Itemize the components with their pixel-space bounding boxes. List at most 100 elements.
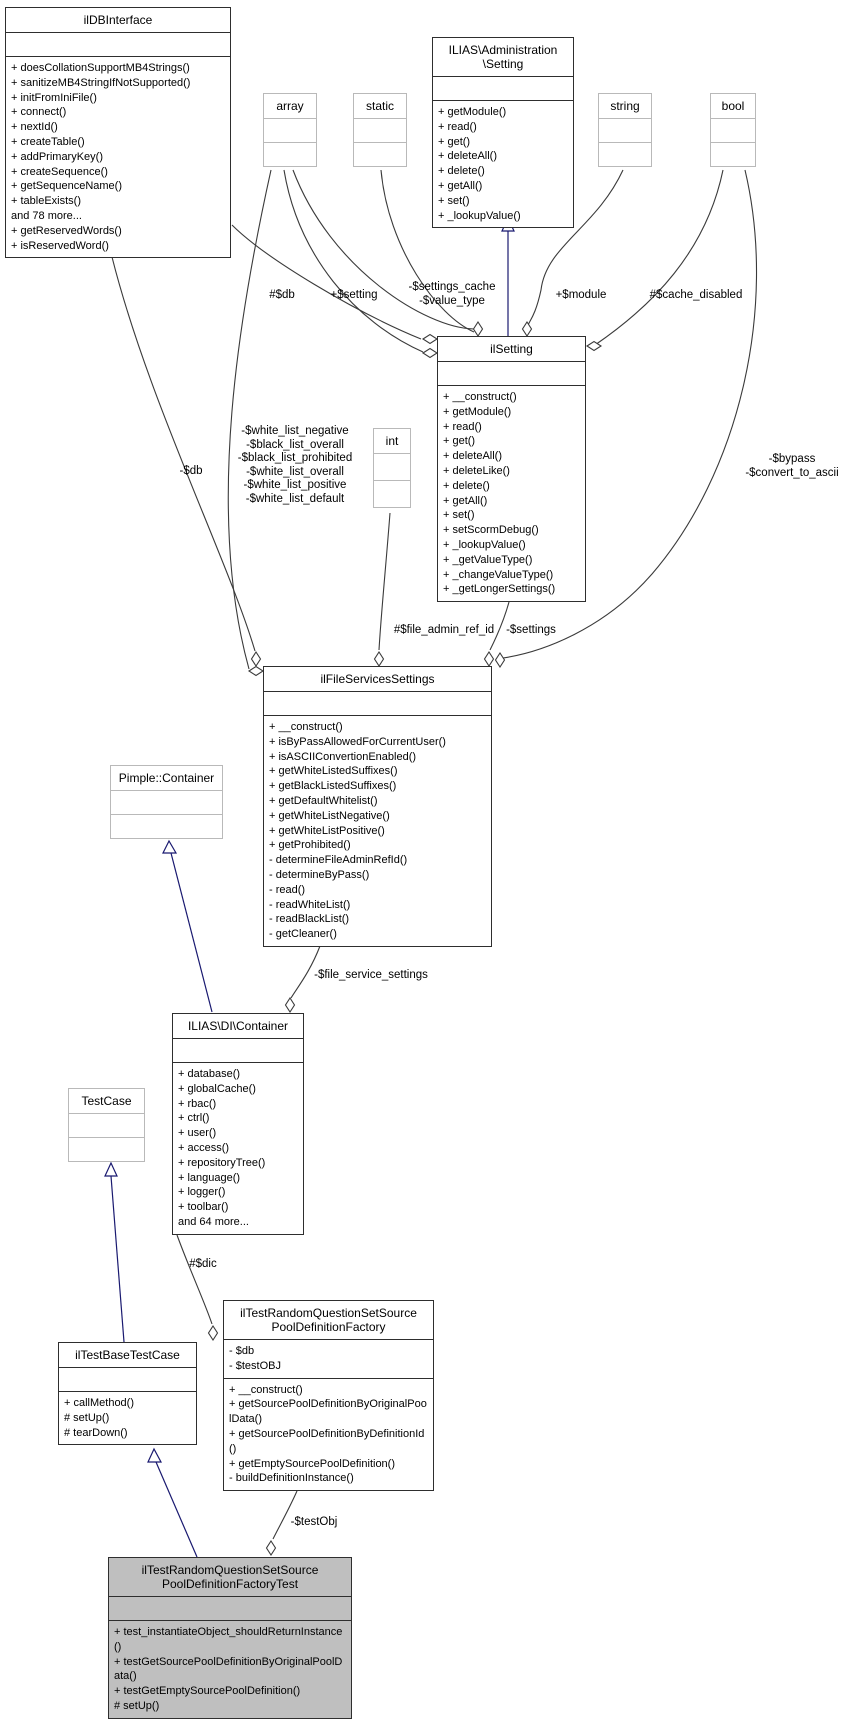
member-line: + database() [178, 1068, 241, 1080]
member-line: + access() [178, 1141, 230, 1154]
member-line: + getSourcePoolDefinitionByDefinitionId(… [229, 1427, 425, 1455]
member-line: + get() [438, 135, 471, 148]
class-title: ILIAS\Administration \Setting [433, 38, 573, 77]
member-line: + getReservedWords() [11, 224, 122, 237]
member-line: + getProhibited() [269, 839, 351, 852]
member-line: and 78 more... [11, 209, 82, 222]
member-line: - $testOBJ [229, 1359, 281, 1372]
edge-array-whitelists [227, 169, 272, 670]
member-line: + _changeValueType() [443, 568, 554, 581]
class-iltestbasetestcase[interactable]: ilTestBaseTestCase + callMethod()# setUp… [58, 1342, 197, 1446]
edge-array-settingscache [292, 169, 475, 330]
attributes-section: - $db - $testOBJ [224, 1340, 433, 1379]
class-title: string [599, 94, 651, 119]
class-title: ilSetting [438, 337, 585, 362]
aggregation-diamond-bypass [494, 651, 506, 669]
member-line: + testGetSourcePoolDefinitionByOriginalP… [114, 1655, 343, 1683]
member-line: + isASCIIConvertionEnabled() [269, 750, 417, 763]
member-line: + initFromIniFile() [11, 91, 97, 104]
member-line: + getDefaultWhitelist() [269, 794, 378, 807]
class-ilfileservicessettings[interactable]: ilFileServicesSettings + __construct()+ … [263, 666, 492, 947]
class-static[interactable]: static [353, 93, 407, 167]
member-line: - determineByPass() [269, 868, 370, 881]
member-line: - $db [229, 1345, 255, 1357]
methods-section [111, 815, 222, 838]
class-int[interactable]: int [373, 428, 411, 508]
aggregation-diamond-settings [483, 650, 495, 668]
class-title: ilTestRandomQuestionSetSource PoolDefini… [109, 1558, 351, 1597]
class-ildbinterface[interactable]: ilDBInterface + doesCollationSupportMB4S… [5, 7, 231, 259]
aggregation-diamond-testobj [265, 1539, 277, 1557]
member-line: + language() [178, 1171, 241, 1184]
attributes-section [111, 791, 222, 815]
edge-label-db-fileservices: -$db [179, 465, 203, 477]
methods-section: + database()+ globalCache()+ rbac()+ ctr… [173, 1063, 303, 1234]
attributes-section [433, 77, 573, 101]
member-line: + logger() [178, 1186, 226, 1199]
edge-label-settings: -$settings [506, 624, 556, 636]
methods-section [69, 1138, 144, 1161]
class-bool[interactable]: bool [710, 93, 756, 167]
class-title: static [354, 94, 406, 119]
member-line: + read() [443, 420, 482, 433]
inheritance-arrow-testcase [104, 1161, 118, 1177]
methods-section [711, 143, 755, 166]
member-line: + tableExists() [11, 195, 81, 208]
member-line: + getSequenceName() [11, 180, 122, 193]
edge-db-to-fileservices [111, 256, 256, 652]
class-ilias-administration-setting[interactable]: ILIAS\Administration \Setting + getModul… [432, 37, 574, 229]
class-title: ILIAS\DI\Container [173, 1014, 303, 1039]
attributes-section [69, 1114, 144, 1138]
methods-section: + test_instantiateObject_shouldReturnIns… [109, 1621, 351, 1718]
member-line: + getBlackListedSuffixes() [269, 780, 397, 793]
member-line: - readWhiteList() [269, 898, 351, 911]
aggregation-diamond-dbfss [250, 650, 262, 668]
inheritance-dicontainer-pimple [170, 852, 213, 1013]
class-title: bool [711, 94, 755, 119]
member-line: + getModule() [438, 106, 507, 118]
attributes-section [354, 119, 406, 143]
member-line: + createSequence() [11, 165, 108, 178]
class-iltestrandomquestionsetsourcepooldefinitionfactory[interactable]: ilTestRandomQuestionSetSource PoolDefini… [223, 1300, 434, 1492]
methods-section: + callMethod()# setUp()# tearDown() [59, 1392, 196, 1444]
edge-string-module [527, 169, 624, 326]
attributes-section [599, 119, 651, 143]
edge-label-setting: +$setting [330, 289, 378, 301]
member-line: + getWhiteListNegative() [269, 809, 390, 822]
member-line: + delete() [443, 479, 490, 492]
edge-array-setting [283, 169, 424, 353]
inheritance-arrow-pimple [162, 839, 178, 854]
member-line: + set() [443, 509, 475, 522]
edge-int-fileadminrefid [378, 512, 391, 651]
attributes-section [264, 692, 491, 716]
class-title: ilDBInterface [6, 8, 230, 33]
member-line: + deleteAll() [443, 450, 503, 463]
class-testcase[interactable]: TestCase [68, 1088, 145, 1162]
edge-label-module: +$module [555, 289, 607, 301]
class-ilsetting[interactable]: ilSetting + __construct()+ getModule()+ … [437, 336, 586, 603]
attributes-section [109, 1597, 351, 1621]
class-ilias-di-container[interactable]: ILIAS\DI\Container + database()+ globalC… [172, 1013, 304, 1235]
class-title: ilFileServicesSettings [264, 667, 491, 692]
inheritance-basetestcase-testcase [110, 1175, 125, 1343]
class-iltestrandomquestionsetsourcepooldefinitionfactorytest[interactable]: ilTestRandomQuestionSetSource PoolDefini… [108, 1557, 352, 1719]
member-line: + getAll() [443, 494, 488, 507]
class-title: ilTestRandomQuestionSetSource PoolDefini… [224, 1301, 433, 1340]
member-line: + _lookupValue() [443, 538, 526, 551]
member-line: + _getLongerSettings() [443, 583, 556, 596]
edge-label-bypass: -$bypass -$convert_to_ascii [745, 453, 839, 479]
member-line: - readBlackList() [269, 913, 350, 926]
class-string[interactable]: string [598, 93, 652, 167]
member-line: + repositoryTree() [178, 1156, 266, 1169]
member-line: + delete() [438, 165, 485, 178]
edge-label-white-lists: -$white_list_negative -$black_list_overa… [237, 425, 353, 505]
class-pimple-container[interactable]: Pimple::Container [110, 765, 223, 839]
member-line: + read() [438, 120, 477, 133]
attributes-section [711, 119, 755, 143]
methods-section [264, 143, 316, 166]
methods-section: + doesCollationSupportMB4Strings()+ sani… [6, 57, 230, 257]
edge-bool-bypass [502, 169, 758, 659]
member-line: # tearDown() [64, 1426, 128, 1439]
aggregation-diamond-db [421, 333, 439, 345]
class-array[interactable]: array [263, 93, 317, 167]
